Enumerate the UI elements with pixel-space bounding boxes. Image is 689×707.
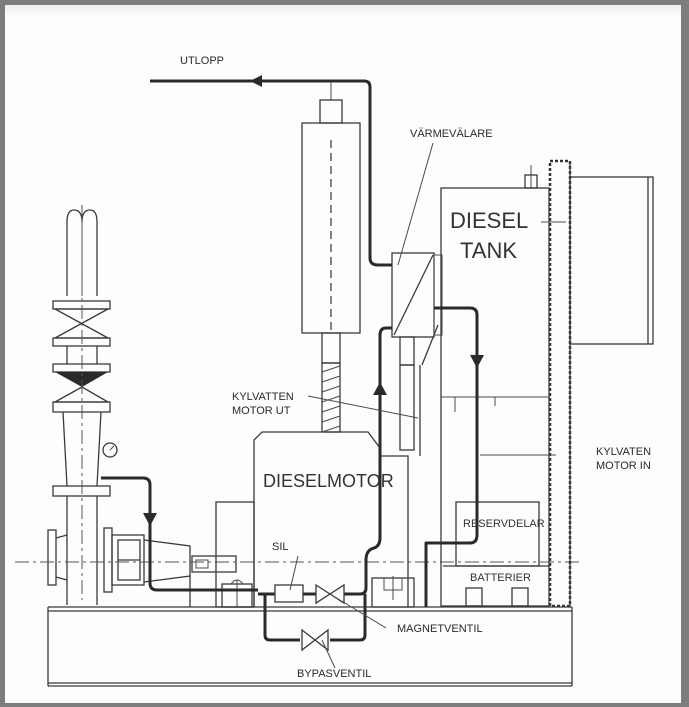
spare-parts-box [455,501,540,567]
strainer [274,584,304,603]
pressure-gauge [102,442,118,458]
leader-heat-exchanger [397,142,434,266]
coolant-return-pipe [424,306,479,607]
pump-discharge-pipe [101,476,258,592]
leader-solenoid [329,593,387,629]
heat-exchanger [391,252,443,456]
bypass-pipe [263,594,367,642]
label-strainer: SIL [272,541,289,553]
label-spare-parts: RESERVDELAR [463,518,545,530]
label-coolant-out-1: KYLVATTEN [232,391,294,403]
leader-bypass [321,639,336,669]
coolant-down-arrow-icon [470,355,484,368]
pump-column [52,205,111,605]
label-diesel-tank-2: TANK [460,238,517,263]
label-coolant-in-1: KYLVATEN [596,446,651,458]
outlet-pipe [150,79,392,267]
diagram-page: UTLOPP VÄRMEVÄLARE DIESEL TANK KYLVATTEN… [5,5,681,703]
label-coolant-in-2: MOTOR IN [596,460,651,472]
label-bypass-valve: BYPASVENTIL [297,668,371,680]
label-outlet: UTLOPP [180,55,224,67]
diesel-pump-schematic: UTLOPP VÄRMEVÄLARE DIESEL TANK KYLVATTEN… [15,55,654,687]
diesel-tank [440,159,654,608]
label-batteries: BATTERIER [470,572,531,584]
label-diesel-engine: DIESELMOTOR [263,471,394,491]
discharge-arrow-icon [143,513,157,526]
leader-coolant-out [307,395,419,419]
label-heat-exchanger: VÄRMEVÄLARE [410,128,493,140]
leader-strainer [289,555,299,591]
exhaust-silencer [301,80,361,433]
batteries [443,565,550,607]
diesel-engine [215,431,415,608]
bypass-valve [301,628,329,652]
coolant-supply-pipe [258,326,392,596]
coupling [191,555,237,573]
coolant-up-arrow-icon [373,382,387,395]
label-diesel-tank-1: DIESEL [450,208,528,233]
label-coolant-out-2: MOTOR UT [232,405,291,417]
label-solenoid-valve: MAGNETVENTIL [397,623,483,635]
centrifugal-pump [47,527,191,607]
outlet-arrow [250,75,262,87]
base-frame [47,606,573,687]
